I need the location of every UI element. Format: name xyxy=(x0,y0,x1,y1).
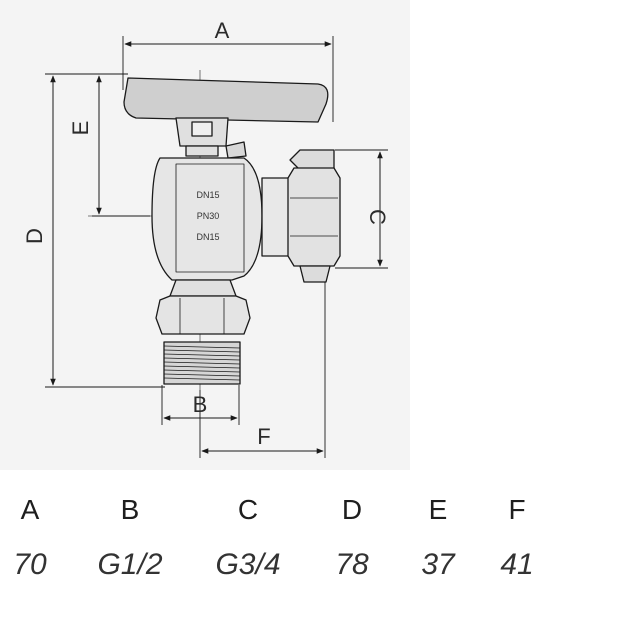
thread-line xyxy=(163,361,241,365)
dimension-table: A B C D E F 70 G1/2 G3/4 78 37 41 xyxy=(0,490,625,610)
body-marking-3: DN15 xyxy=(196,232,219,242)
valve-outline xyxy=(123,77,341,385)
table-value-f: 41 xyxy=(500,548,534,581)
thread-line xyxy=(163,353,241,357)
table-header-e: E xyxy=(428,494,448,525)
thread-line xyxy=(163,369,241,373)
table-header-b: B xyxy=(120,494,140,525)
side-nut xyxy=(287,167,341,267)
dim-label-c: C xyxy=(365,209,390,225)
table-value-e: 37 xyxy=(421,548,455,581)
technical-drawing: DN15 PN30 DN15 A B C D E F xyxy=(0,0,410,470)
valve-body xyxy=(151,157,263,281)
thread-line xyxy=(163,365,241,369)
body-markings: DN15 PN30 DN15 xyxy=(196,190,219,242)
bottom-nut xyxy=(155,295,251,335)
bottom-connector xyxy=(169,279,237,297)
dim-label-b: B xyxy=(193,392,208,417)
dim-label-d: D xyxy=(22,228,47,244)
thread-line xyxy=(163,349,241,353)
table-value-d: 78 xyxy=(335,548,369,581)
extension-lines xyxy=(45,36,388,458)
body-marking-2: PN30 xyxy=(197,211,220,221)
table-header-f: F xyxy=(508,494,526,525)
thread-line xyxy=(163,357,241,361)
thread-line xyxy=(163,373,241,377)
lever-handle xyxy=(123,77,329,123)
thread-line xyxy=(163,345,241,349)
table-value-b: G1/2 xyxy=(97,548,163,581)
valve-drawing-svg: DN15 PN30 DN15 A B C D E F xyxy=(22,18,390,458)
thread-line xyxy=(163,377,241,381)
table-header-c: C xyxy=(237,494,259,525)
table-header-a: A xyxy=(20,494,40,525)
table-value-c: G3/4 xyxy=(215,548,281,581)
dim-label-e: E xyxy=(68,121,93,136)
table-header-d: D xyxy=(341,494,363,525)
table-value-a: 70 xyxy=(13,548,47,581)
body-marking-1: DN15 xyxy=(196,190,219,200)
dimension-lines xyxy=(50,41,383,454)
dim-label-f: F xyxy=(257,424,270,449)
dim-label-a: A xyxy=(215,18,230,43)
